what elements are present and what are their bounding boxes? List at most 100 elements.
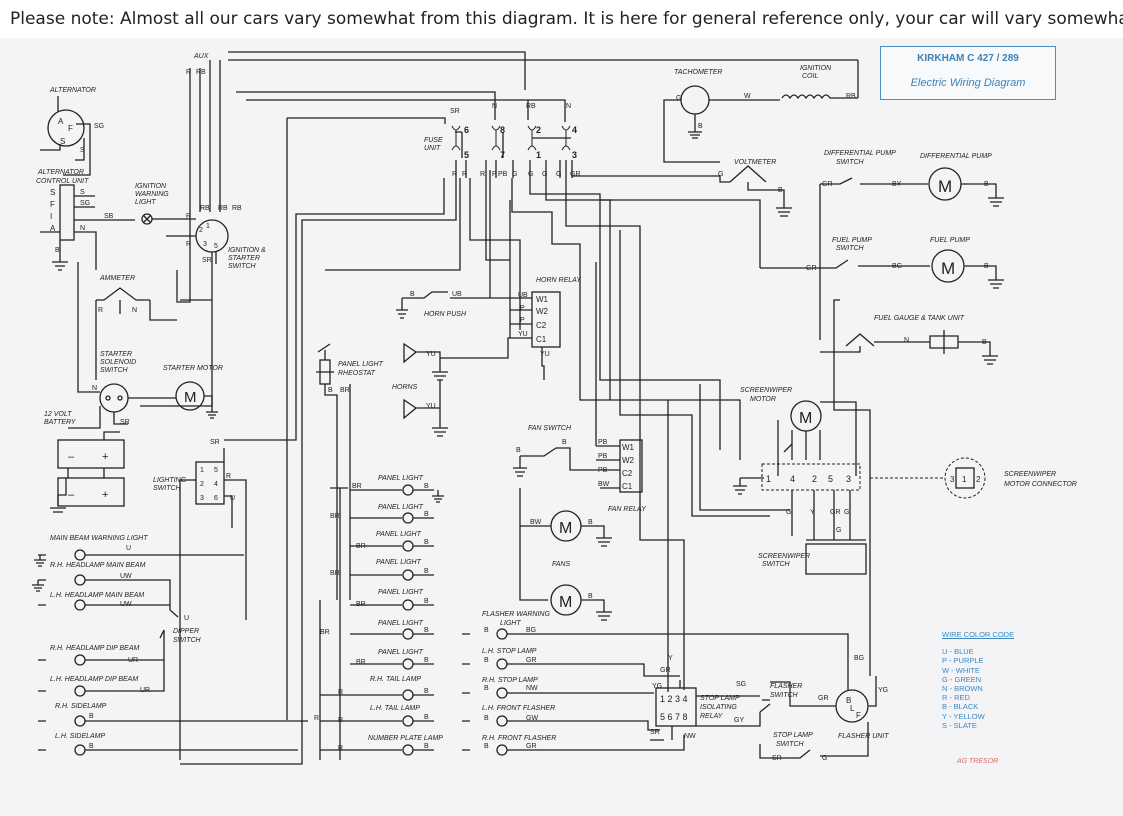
label-fuel-switch-1: FUEL PUMP (832, 237, 872, 244)
svg-text:2: 2 (199, 227, 203, 234)
svg-text:B: B (562, 439, 567, 446)
svg-text:BR: BR (356, 659, 366, 666)
label-panel-light-7: PANEL LIGHT (378, 649, 424, 656)
label-rh-main-beam: R.H. HEADLAMP MAIN BEAM (50, 562, 146, 569)
trunk-wires (180, 178, 871, 765)
svg-text:S: S (50, 188, 55, 197)
svg-text:4: 4 (214, 481, 218, 488)
svg-text:G: G (528, 171, 533, 178)
label-diff-switch-1: DIFFERENTIAL PUMP (824, 150, 896, 157)
label-diff-pump: DIFFERENTIAL PUMP (920, 153, 992, 160)
svg-text:P: P (520, 317, 525, 324)
svg-text:+: + (102, 489, 108, 501)
horns (403, 342, 448, 437)
label-fuel-switch-2: SWITCH (836, 245, 865, 252)
wire-group-top (176, 51, 859, 720)
diagram-title: KIRKHAM C 427 / 289 (917, 53, 1019, 64)
svg-text:–: – (68, 489, 75, 501)
svg-text:8: 8 (500, 125, 505, 135)
svg-text:B: B (424, 511, 429, 518)
label-panel-light-6: PANEL LIGHT (378, 620, 424, 627)
svg-text:B: B (89, 743, 94, 750)
svg-text:SG: SG (736, 681, 746, 688)
label-fan-relay: FAN RELAY (608, 506, 647, 513)
svg-text:SR: SR (650, 729, 660, 736)
svg-text:3: 3 (572, 150, 577, 160)
fuel-gauge (820, 330, 998, 365)
svg-text:R: R (226, 473, 231, 480)
svg-text:GR: GR (822, 181, 833, 188)
ignition-coil (781, 94, 858, 100)
svg-text:G: G (556, 171, 561, 178)
svg-text:BR: BR (330, 570, 340, 577)
svg-text:1: 1 (206, 223, 210, 230)
svg-text:G: G (676, 95, 681, 102)
label-isolating-3: RELAY (700, 713, 724, 720)
label-dipper-1: DIPPER (173, 628, 199, 635)
label-panel-light-2: PANEL LIGHT (378, 504, 424, 511)
label-connector-2: MOTOR CONNECTOR (1004, 481, 1077, 488)
svg-text:GR: GR (806, 265, 817, 272)
panel-rheostat (316, 178, 461, 600)
svg-text:BY: BY (892, 181, 902, 188)
svg-text:BW: BW (598, 481, 610, 488)
svg-text:B: B (89, 713, 94, 720)
svg-text:F: F (68, 124, 73, 133)
svg-text:G: G (836, 527, 841, 534)
stop-lamp-isolating-relay: 1 2 3 45 6 7 8 (650, 680, 771, 741)
svg-text:R: R (462, 171, 467, 178)
label-ammeter: AMMETER (99, 275, 135, 282)
svg-text:N: N (132, 307, 137, 314)
svg-text:B: B (484, 715, 489, 722)
svg-text:BW: BW (530, 519, 542, 526)
svg-text:M: M (184, 389, 197, 406)
svg-text:N: N (80, 225, 85, 232)
label-wiper-switch-1: SCREENWIPER (758, 553, 810, 560)
svg-text:UR: UR (128, 657, 138, 664)
svg-text:B: B (484, 657, 489, 664)
svg-text:R: R (186, 69, 191, 76)
label-dipper-2: SWITCH (173, 637, 202, 644)
svg-text:UB: UB (518, 292, 528, 299)
label-rheostat-1: PANEL LIGHT (338, 361, 384, 368)
label-ign-warning-2: WARNING (135, 191, 169, 198)
svg-text:A: A (58, 117, 64, 126)
svg-text:RB: RB (526, 103, 536, 110)
svg-text:3: 3 (846, 474, 851, 484)
svg-text:7: 7 (500, 150, 505, 160)
svg-text:SR: SR (210, 439, 220, 446)
legend-item: B - BLACK (942, 702, 979, 712)
svg-text:UB: UB (452, 291, 462, 298)
earth-symbols (32, 490, 444, 592)
label-ign-starter-1: IGNITION & (228, 247, 266, 254)
disclaimer-note: Please note: Almost all our cars vary so… (0, 0, 1123, 38)
svg-text:U: U (230, 495, 235, 502)
svg-text:C2: C2 (622, 469, 633, 478)
svg-text:B: B (424, 598, 429, 605)
left-lamps (38, 549, 308, 756)
svg-text:B: B (982, 339, 987, 346)
svg-text:NW: NW (526, 685, 538, 692)
label-rh-tail: R.H. TAIL LAMP (370, 676, 421, 683)
svg-text:B: B (424, 539, 429, 546)
label-tachometer: TACHOMETER (674, 69, 722, 76)
svg-text:5 6 7 8: 5 6 7 8 (660, 712, 688, 722)
svg-text:P: P (492, 171, 497, 178)
svg-text:R: R (314, 715, 319, 722)
label-flasher-warning-1: FLASHER WARNING (482, 611, 550, 618)
svg-text:B: B (55, 247, 60, 254)
voltmeter (572, 165, 792, 217)
svg-text:I: I (50, 212, 52, 221)
label-lh-dip: L.H. HEADLAMP DIP BEAM (50, 676, 138, 683)
label-diff-switch-2: SWITCH (836, 159, 865, 166)
svg-text:W1: W1 (536, 295, 549, 304)
svg-text:BG: BG (854, 655, 864, 662)
battery: – + – + (50, 431, 125, 513)
svg-text:GR: GR (570, 171, 581, 178)
label-flasher-unit: FLASHER UNIT (838, 733, 889, 740)
label-connector-1: SCREENWIPER (1004, 471, 1056, 478)
wire-color-legend: WIRE COLOR CODE U - BLUE P - PURPLE W - … (942, 630, 1062, 730)
starter-solenoid (68, 262, 129, 429)
